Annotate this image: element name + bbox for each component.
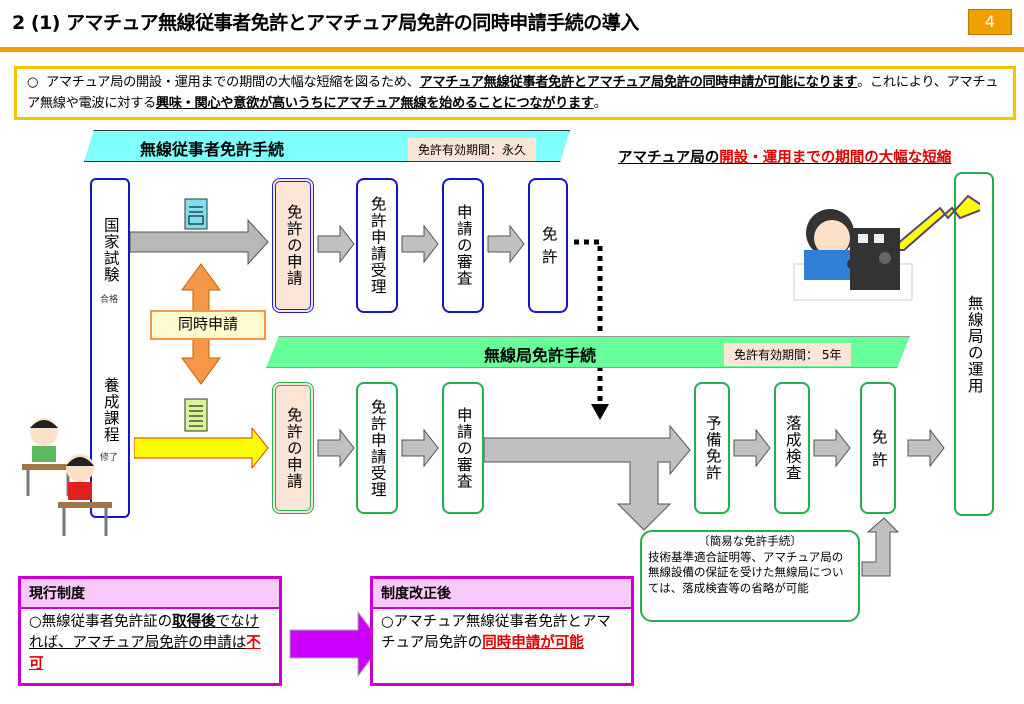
intro-bold-1: アマチュア無線従事者免許とアマチュア局免許の同時申請が可能になります [419, 75, 858, 90]
revised-text-1: ○アマチュア無線従事者免許とアマチュア局免許の [381, 614, 611, 651]
arrow-icon [733, 428, 771, 468]
station-step-receipt: 免許申請受理 [356, 382, 398, 514]
page-number-badge: 4 [968, 9, 1012, 35]
current-bold-1: 取得後 [172, 614, 216, 630]
simple-procedure-box: 〔簡易な免許手続〕 技術基準適合証明等、アマチュア局の無線設備の保証を受けた無線… [640, 530, 860, 622]
entry-exam: 国家試験 [101, 217, 120, 283]
intro-bullet: ○ [27, 75, 39, 90]
highlight-prefix: アマチュア局の [618, 150, 720, 166]
intro-text-2: 。これにより、アマチュア無線や電波に対する [27, 75, 999, 111]
station-step-inspection: 落成検査 [774, 382, 810, 514]
arrow-exam-to-apply [130, 218, 269, 266]
current-system-body: ○無線従事者免許証の取得後でなければ、アマチュア局免許の申請は不可 [21, 609, 279, 678]
intro-box: ○ アマチュア局の開設・運用までの期間の大幅な短縮を図るため、アマチュア無線従事… [14, 66, 1016, 120]
arrow-icon [907, 428, 945, 468]
revised-system-body: ○アマチュア無線従事者免許とアマチュア局免許の同時申請が可能 [373, 609, 631, 657]
document-icon [184, 198, 208, 230]
shortening-highlight: アマチュア局の開設・運用までの期間の大幅な短縮 [618, 146, 951, 167]
arrow-icon [317, 428, 355, 468]
current-red-1: 不可 [29, 635, 261, 672]
station-operation: 無線局の運用 [954, 172, 994, 516]
page-title: 2 (1) アマチュア無線従事者免許とアマチュア局免許の同時申請手続の導入 [12, 12, 639, 34]
intro-bold-2: 興味・関心や意欲が高いうちにアマチュア無線を始めることにつながります [155, 96, 594, 111]
current-system-title: 現行制度 [21, 579, 279, 609]
operator-step-receipt: 免許申請受理 [356, 178, 398, 313]
operator-step-apply: 免許の申請 [272, 178, 314, 313]
current-text-1: ○無線従事者免許証の [29, 614, 173, 630]
dotted-connector-arrow [574, 239, 609, 420]
skip-arrow [861, 517, 900, 577]
operator-band-title: 無線従事者免許手続 [140, 140, 285, 159]
entry-box [90, 178, 130, 518]
entry-exam-sub: 合格 [100, 295, 119, 305]
simultaneous-label: 同時申請 [150, 310, 266, 340]
operator-step-review: 申請の審査 [442, 178, 484, 313]
station-step-review: 申請の審査 [442, 382, 484, 514]
revised-system-title: 制度改正後 [373, 579, 631, 609]
intro-text-3: 。 [593, 96, 607, 111]
arrow-icon [813, 428, 851, 468]
arrow-icon [401, 224, 439, 264]
simple-procedure-body: 技術基準適合証明等、アマチュア局の無線設備の保証を受けた無線局については、落成検… [648, 549, 844, 595]
revised-red-1: 同時申請が可能 [482, 635, 584, 651]
title-divider [0, 47, 1024, 52]
operator-step-license: 免 許 [528, 178, 568, 313]
operator-validity: 免許有効期間：永久 [408, 138, 537, 161]
station-step-preliminary: 予備免許 [694, 382, 730, 514]
station-step-license: 免 許 [860, 382, 896, 514]
entry-course-sub: 修了 [100, 453, 119, 463]
document-icon [184, 398, 208, 432]
highlight-red: 開設・運用までの期間の大幅な短縮 [719, 150, 952, 166]
current-text-2: でなければ、アマチュア局免許の申請は [29, 614, 260, 651]
arrow-icon [487, 224, 525, 264]
current-system-box: 現行制度 ○無線従事者免許証の取得後でなければ、アマチュア局免許の申請は不可 [18, 576, 282, 686]
revised-system-box: 制度改正後 ○アマチュア無線従事者免許とアマチュア局免許の同時申請が可能 [370, 576, 634, 686]
branch-arrow [484, 424, 691, 531]
students-illustration [22, 418, 112, 536]
radio-operator-illustration [793, 194, 980, 301]
station-step-apply: 免許の申請 [272, 382, 314, 514]
station-band-title: 無線局免許手続 [484, 346, 597, 365]
station-validity: 免許有効期間： 5年 [724, 343, 852, 366]
arrow-icon [401, 428, 439, 468]
entry-course: 養成課程 [101, 377, 120, 443]
intro-text-1: アマチュア局の開設・運用までの期間の大幅な短縮を図るため、 [46, 75, 420, 90]
arrow-icon [317, 224, 355, 264]
arrow-course-to-apply [134, 428, 269, 468]
simple-procedure-title: 〔簡易な免許手続〕 [698, 534, 802, 548]
